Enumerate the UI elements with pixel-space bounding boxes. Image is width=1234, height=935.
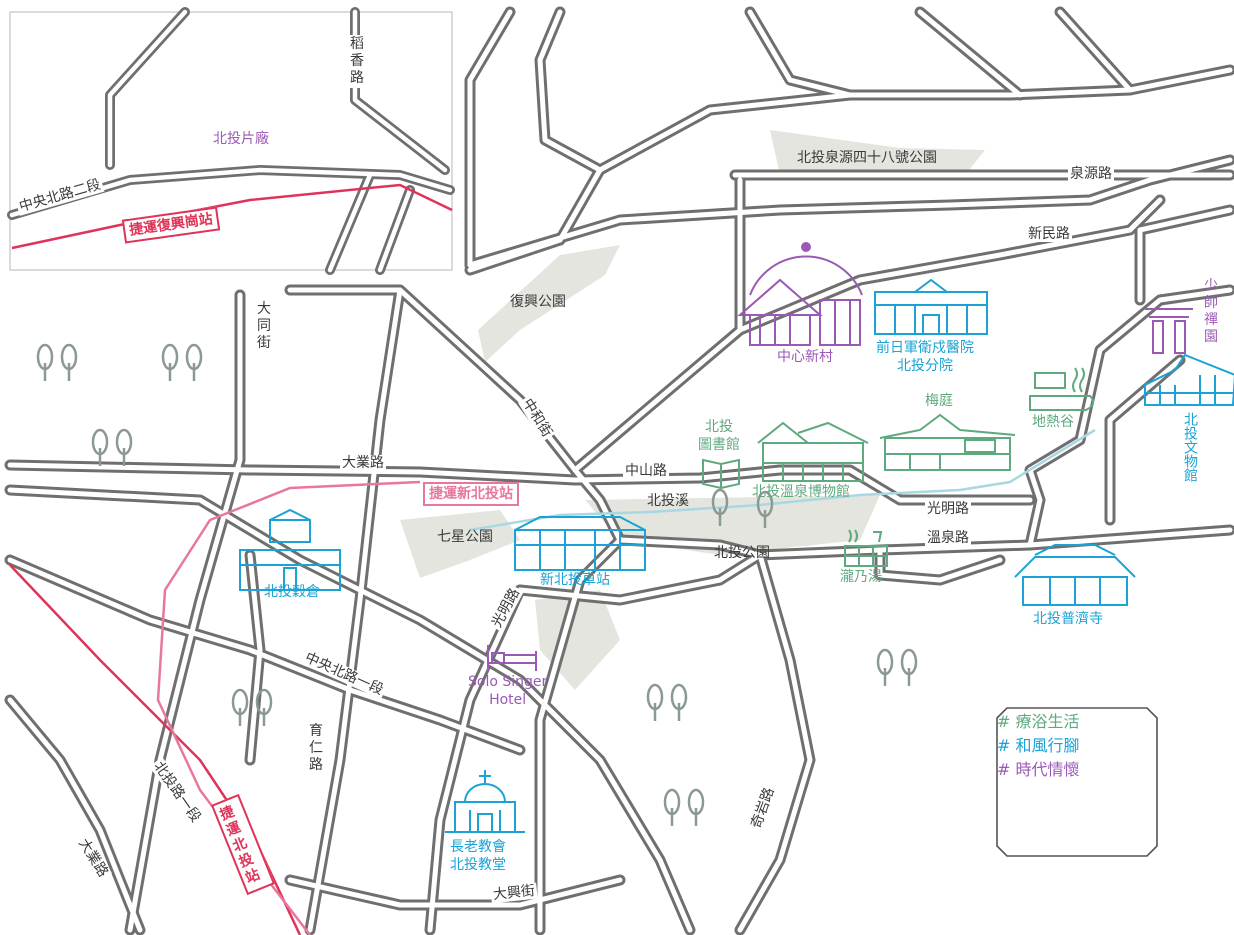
inset-mrt-red-line [11, 183, 453, 250]
road-label-xinmin: 新民路 [1026, 226, 1072, 242]
legend-item-japanese-style[interactable]: # 和風行腳 [997, 736, 1080, 755]
library-book-icon [702, 458, 740, 490]
place-library[interactable]: 北投 圖書館 [698, 419, 740, 453]
place-puji-temple[interactable]: 北投普濟寺 [1033, 611, 1103, 627]
legend-frame [996, 707, 1158, 857]
meiting-icon [879, 413, 1016, 471]
tree-icon [663, 788, 705, 826]
stream-label: 北投溪 [647, 493, 689, 509]
road-label-daye-top: 大業路 [340, 455, 386, 471]
beitou-stream [469, 428, 1096, 532]
landmark-icons [164, 69, 1234, 833]
place-zhongxin-village[interactable]: 中心新村 [777, 349, 833, 365]
road-label-quanyuan: 泉源路 [1068, 166, 1114, 182]
place-hot-spring-museum[interactable]: 北投溫泉博物館 [752, 484, 850, 500]
place-granary[interactable]: 北投穀倉 [264, 584, 320, 600]
road-label-zhongshan: 中山路 [623, 463, 669, 479]
place-hotel[interactable]: Solo Singer Hotel [468, 674, 548, 708]
mrt-red-line [9, 564, 302, 935]
legend: # 療浴生活 # 和風行腳 # 時代情懷 [997, 708, 1157, 856]
church-icon [445, 770, 525, 833]
road-label-wenquan: 溫泉路 [925, 530, 971, 546]
metro-station-xinbeitou[interactable]: 捷運新北投站 [423, 482, 519, 506]
inset-map [7, 7, 455, 275]
tree-icon [36, 343, 78, 381]
place-xinbeitou-station[interactable]: 新北投車站 [540, 572, 610, 588]
tree-icon [161, 343, 203, 381]
hotel-bed-icon [487, 645, 537, 671]
place-army-hospital[interactable]: 前日軍衛戍醫院 北投分院 [876, 340, 974, 374]
tree-icon [876, 648, 918, 686]
shaoshuai-gate-icon [1145, 308, 1193, 354]
longnaitang-icon [844, 529, 888, 567]
park-fuxing-area [478, 245, 620, 362]
zhongxin-village-icon [737, 242, 863, 346]
place-beitou-museum[interactable]: 北投文物館 [1180, 412, 1220, 482]
hot-spring-museum-icon [757, 421, 869, 482]
place-shaoshuai[interactable]: 少帥禪園 [1204, 278, 1218, 345]
place-thermal-valley[interactable]: 地熱谷 [1032, 414, 1074, 430]
place-church[interactable]: 長老教會 北投教堂 [450, 839, 506, 873]
road-label-yuren: 育仁路 [308, 722, 324, 775]
park-label-fuxing: 復興公園 [510, 294, 566, 310]
place-film-factory[interactable]: 北投片廠 [213, 131, 269, 147]
xinbeitou-station-icon [514, 516, 646, 571]
legend-item-hot-spring[interactable]: # 療浴生活 [997, 712, 1080, 731]
road-network [4, 6, 1234, 935]
puji-temple-icon [1014, 544, 1136, 606]
tree-icon [711, 488, 774, 528]
tree-icon [91, 428, 133, 466]
road-label-datong: 大同街 [256, 300, 272, 353]
thermal-valley-icon [1029, 367, 1095, 411]
beitou-museum-icon [1144, 353, 1234, 406]
tree-icon [646, 683, 688, 721]
place-beitou-museum-text: 北投文物館 [1182, 412, 1198, 482]
park-quanyuan48-area [770, 130, 985, 175]
army-hospital-icon [874, 278, 988, 335]
park-label-quanyuan48: 北投泉源四十八號公園 [797, 150, 937, 166]
legend-item-nostalgia[interactable]: # 時代情懷 [997, 760, 1080, 779]
park-label-qixing: 七星公園 [437, 529, 493, 545]
tree-icons [36, 343, 918, 826]
granary-icon [239, 508, 341, 591]
place-meiting[interactable]: 梅庭 [925, 393, 953, 409]
tree-icon [231, 688, 273, 726]
road-label-guangming-e: 光明路 [925, 501, 971, 517]
road-label-daoxiang: 稻香路 [349, 35, 365, 88]
park-label-beitou: 北投公園 [714, 545, 770, 561]
place-longnaitang[interactable]: 瀧乃湯 [840, 569, 882, 585]
